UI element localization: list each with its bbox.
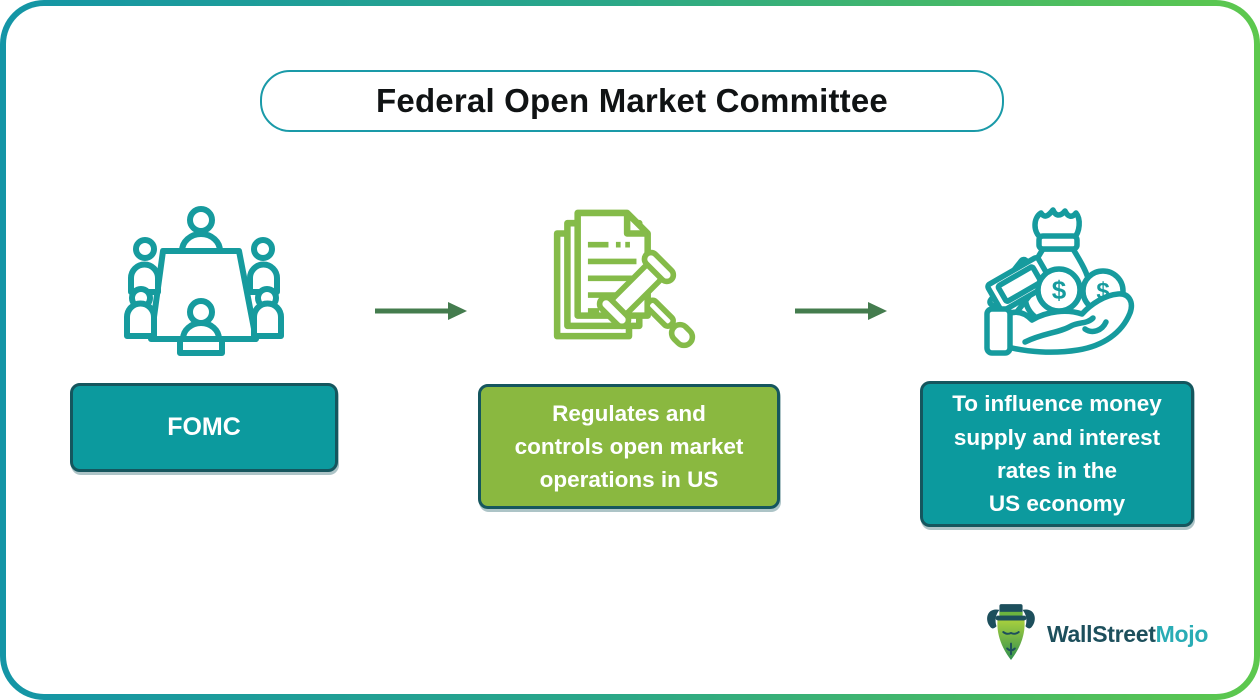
node-box-regulates: Regulates and controls open market opera… [478, 384, 780, 509]
money-hand-icon: $ $ [975, 205, 1140, 367]
documents-gavel-icon [545, 198, 713, 371]
logo-wordmark: WallStreetMojo [1047, 621, 1208, 648]
committee-meeting-icon [118, 206, 290, 361]
node-box-fomc: FOMC [70, 383, 338, 472]
flow-arrow-1 [373, 300, 469, 327]
flow-arrow-2 [793, 300, 889, 327]
svg-text:$: $ [1052, 275, 1067, 305]
bull-mascot-icon [987, 604, 1035, 661]
title-banner: Federal Open Market Committee [260, 70, 1004, 132]
node-label: To influence money supply and interest r… [952, 391, 1162, 517]
node-label: FOMC [167, 413, 241, 441]
wallstreetmojo-logo: WallStreetMojo [984, 600, 1208, 668]
svg-text:$: $ [1096, 278, 1110, 305]
node-box-influence: To influence money supply and interest r… [920, 381, 1194, 527]
node-label: Regulates and controls open market opera… [514, 400, 744, 493]
page-title: Federal Open Market Committee [376, 82, 888, 119]
logo-text-primary: WallStreet [1047, 620, 1156, 647]
logo-text-secondary: Mojo [1155, 620, 1209, 647]
